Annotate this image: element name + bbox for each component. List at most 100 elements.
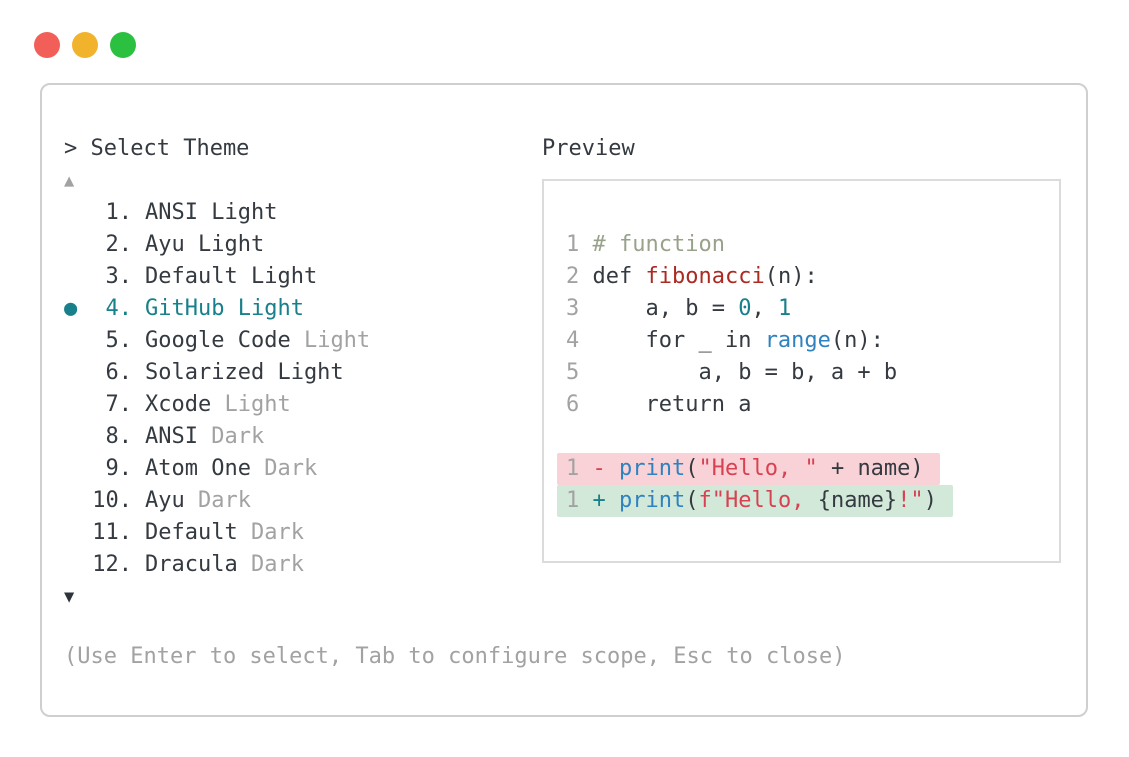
- theme-select-column: > Select Theme ▲ 1. ANSI Light 2. Ayu Light…: [64, 133, 370, 613]
- code-token-base: (: [685, 456, 699, 481]
- theme-list: 1. ANSI Light 2. Ayu Light 3. Default Light ● 4…: [64, 197, 370, 581]
- theme-item-label: ANSI Light: [145, 200, 278, 225]
- code-line: [566, 421, 1059, 453]
- theme-item-variant: Light: [290, 328, 371, 353]
- code-token-base: ): [923, 488, 937, 513]
- scroll-down-icon[interactable]: ▼: [64, 587, 75, 607]
- theme-item[interactable]: 11.Default Dark: [64, 517, 370, 549]
- theme-item-label: Google Code: [145, 328, 291, 353]
- theme-item-number: 5.: [105, 328, 133, 353]
- theme-item-label: Ayu: [145, 488, 185, 513]
- theme-item-variant: Dark: [184, 488, 251, 513]
- scroll-up-icon[interactable]: ▲: [64, 171, 75, 191]
- theme-item-number: 7.: [105, 392, 133, 417]
- theme-item-number: 10.: [92, 488, 132, 513]
- theme-item-number: 9.: [105, 456, 133, 481]
- theme-item-variant: Dark: [237, 520, 304, 545]
- theme-item-label: Dracula: [145, 552, 238, 577]
- code-line: 3 a, b = 0, 1: [566, 293, 1059, 325]
- code-line: 1 - print("Hello, " + name): [557, 453, 1059, 485]
- window-controls: [34, 32, 136, 58]
- theme-item[interactable]: 12. Dracula Dark: [64, 549, 370, 581]
- theme-item[interactable]: ● 4. GitHub Light: [64, 293, 370, 325]
- code-token-base: for _ in: [579, 328, 765, 353]
- keyboard-hints: (Use Enter to select, Tab to configure s…: [64, 644, 846, 669]
- code-token-base: [579, 456, 592, 481]
- theme-item-number: 4.: [105, 296, 133, 321]
- theme-item-number: 12.: [92, 552, 132, 577]
- theme-item[interactable]: 10. Ayu Dark: [64, 485, 370, 517]
- theme-item[interactable]: 9. Atom One Dark: [64, 453, 370, 485]
- theme-item-label: Default: [145, 520, 238, 545]
- code-token-call: range: [764, 328, 831, 353]
- preview-label: Preview: [542, 136, 635, 161]
- code-token-ln: 5: [566, 360, 580, 385]
- selected-bullet-icon: ●: [64, 296, 78, 321]
- code-token-ln: 3: [566, 296, 580, 321]
- code-line: 1 # function: [566, 229, 1059, 261]
- diff-added-line: 1 + print(f"Hello, {name}!"): [557, 485, 953, 517]
- theme-item-number: 8.: [105, 424, 133, 449]
- theme-item[interactable]: 5. Google Code Light: [64, 325, 371, 357]
- code-token-cmt: # function: [592, 232, 725, 257]
- code-line: 2 def fibonacci(n):: [566, 261, 1059, 293]
- theme-item-label: Atom One: [145, 456, 251, 481]
- theme-item[interactable]: 7.Xcode Light: [64, 389, 370, 421]
- theme-item-label: Solarized Light: [145, 360, 344, 385]
- code-token-base: def: [579, 264, 646, 289]
- code-token-call: print: [619, 488, 686, 513]
- code-token-ln: 6: [566, 392, 580, 417]
- code-token-base: (n):: [830, 328, 884, 353]
- theme-item-variant: Dark: [250, 456, 318, 481]
- theme-item-number: 6.: [105, 360, 133, 385]
- theme-item[interactable]: 3. Default Light: [64, 261, 370, 293]
- code-token-ln: 1: [566, 232, 580, 257]
- code-token-base: [579, 488, 592, 513]
- code-token-base: (n):: [764, 264, 818, 289]
- code-token-minus: -: [592, 456, 606, 481]
- theme-item[interactable]: 1. ANSI Light: [64, 197, 370, 229]
- diff-removed-line: 1 - print("Hello, " + name): [557, 453, 940, 485]
- code-token-call: print: [619, 456, 686, 481]
- theme-item-label: Default Light: [145, 264, 318, 289]
- code-token-base: [579, 232, 592, 257]
- code-line: 5 a, b = b, a + b: [566, 357, 1059, 389]
- theme-item[interactable]: 2. Ayu Light: [64, 229, 370, 261]
- code-token-str: "Hello, ": [698, 456, 818, 481]
- code-token-base: return a: [579, 392, 752, 417]
- theme-item[interactable]: 8. ANSI Dark: [64, 421, 370, 453]
- theme-selector-panel: > Select Theme ▲ 1. ANSI Light 2. Ayu Light…: [40, 83, 1088, 717]
- code-token-num: 0: [738, 296, 752, 321]
- theme-item-label: GitHub Light: [145, 296, 304, 321]
- theme-item-number: 1.: [105, 200, 133, 225]
- close-window-button[interactable]: [34, 32, 60, 58]
- theme-item-number: 2.: [105, 232, 133, 257]
- code-token-base: a, b =: [579, 296, 739, 321]
- theme-item-label: ANSI: [145, 424, 198, 449]
- code-token-base: + name): [817, 456, 924, 481]
- maximize-window-button[interactable]: [110, 32, 136, 58]
- code-token-def: fibonacci: [645, 264, 765, 289]
- theme-item-label: Xcode: [145, 392, 212, 417]
- code-token-ln: 2: [566, 264, 580, 289]
- theme-item-number: 3.: [105, 264, 133, 289]
- code-token-plus: +: [592, 488, 606, 513]
- code-token-base: [606, 456, 619, 481]
- code-token-num: 1: [777, 296, 792, 321]
- select-theme-prompt: > Select Theme: [64, 136, 250, 161]
- code-line: 1 + print(f"Hello, {name}!"): [557, 485, 1059, 517]
- code-token-base: a, b = b, a + b: [579, 360, 898, 385]
- code-token-base: ,: [751, 296, 778, 321]
- code-token-str: f"Hello,: [698, 488, 818, 513]
- theme-item[interactable]: 6. Solarized Light: [64, 357, 370, 389]
- code-token-base: {name}: [817, 488, 898, 513]
- theme-item-variant: Dark: [237, 552, 304, 577]
- code-token-str: !": [897, 488, 924, 513]
- theme-item-label: Ayu Light: [145, 232, 265, 257]
- minimize-window-button[interactable]: [72, 32, 98, 58]
- code-line: 6 return a: [566, 389, 1059, 421]
- theme-item-variant: Dark: [197, 424, 265, 449]
